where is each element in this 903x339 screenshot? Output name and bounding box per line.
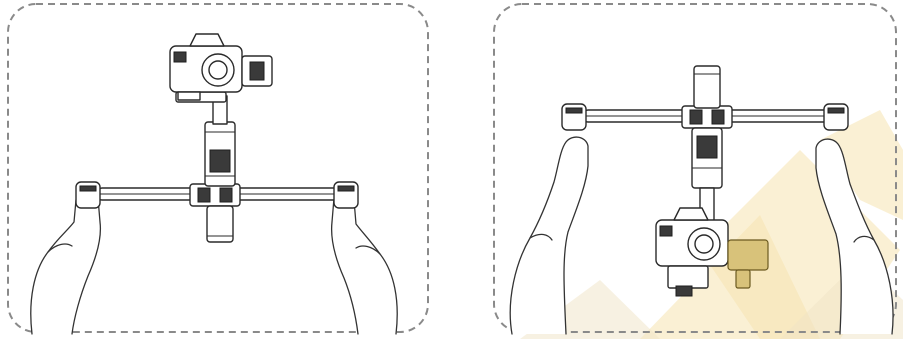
panel-frame-left xyxy=(7,3,429,333)
gimbal-icon xyxy=(175,91,236,187)
right-hand-icon-2 xyxy=(815,138,894,335)
camera-icon xyxy=(169,33,273,101)
camera-icon-2 xyxy=(655,207,769,297)
panel-underslung-mode xyxy=(493,3,903,339)
right-hand-icon xyxy=(330,192,398,335)
handlebar-icon-2 xyxy=(561,65,849,131)
lens-motor-part xyxy=(727,239,769,271)
handlebar-icon xyxy=(75,181,359,243)
panel-upright-mode xyxy=(7,3,429,335)
panel-frame-right xyxy=(493,3,897,333)
left-hand-icon xyxy=(30,192,102,335)
left-hand-icon-2 xyxy=(509,136,589,335)
